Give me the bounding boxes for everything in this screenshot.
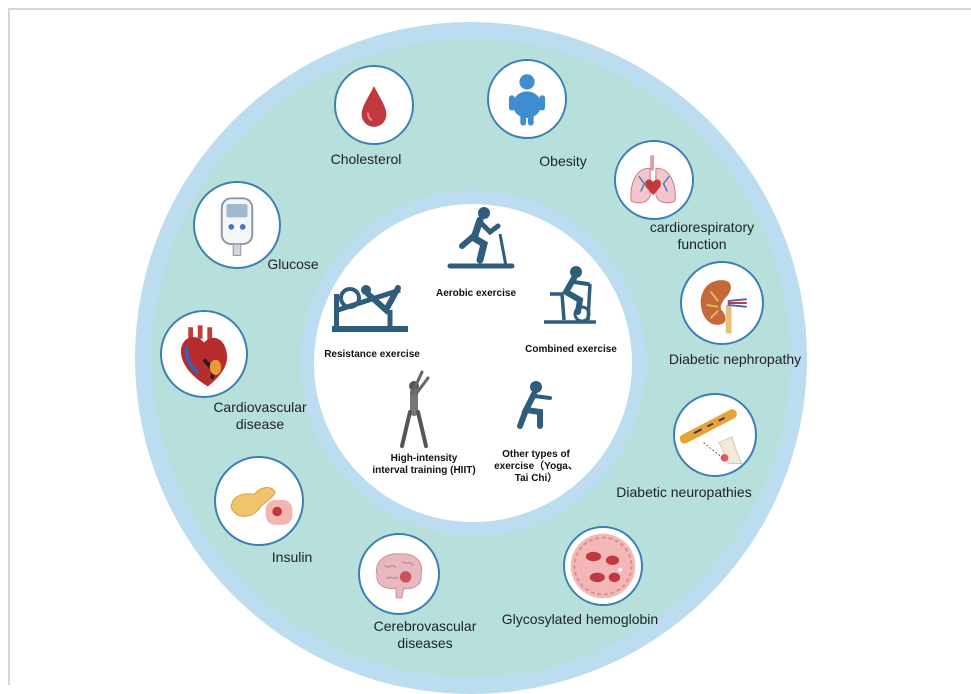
lungs-heart-icon bbox=[614, 140, 694, 220]
other-exercise-label-line3: Tai Chi） bbox=[514, 473, 558, 484]
leg-press-icon bbox=[330, 280, 412, 334]
other-exercise-label-line2: exercise（Yoga、 bbox=[494, 461, 578, 472]
glucose-label: Glucose bbox=[267, 256, 319, 272]
brain-icon bbox=[358, 533, 440, 615]
heart-icon bbox=[160, 310, 248, 398]
cholesterol-label: Cholesterol bbox=[330, 151, 402, 167]
body-icon bbox=[487, 59, 567, 139]
kidney-icon bbox=[680, 261, 764, 345]
glycosylated-hemoglobin-label: Glycosylated hemoglobin bbox=[501, 611, 659, 627]
aerobic-exercise-label: Aerobic exercise bbox=[435, 288, 517, 299]
cerebrovascular-label-line2: diseases bbox=[397, 635, 453, 651]
hiit-label-line1: High-intensity bbox=[390, 453, 458, 464]
diabetic-nephropathy-label: Diabetic nephropathy bbox=[668, 351, 802, 367]
exercise-bike-icon bbox=[540, 264, 600, 326]
blood-drop-icon bbox=[334, 65, 414, 145]
figure-frame bbox=[8, 8, 971, 685]
other-exercise-label-line1: Other types of bbox=[502, 449, 570, 460]
insulin-label: Insulin bbox=[271, 549, 313, 565]
cardiorespiratory-label-line2: function bbox=[677, 236, 727, 252]
resistance-exercise-label: Resistance exercise bbox=[324, 349, 420, 360]
obesity-label: Obesity bbox=[539, 153, 587, 169]
glucose-meter-icon bbox=[193, 181, 281, 269]
stretching-woman-icon bbox=[392, 368, 438, 450]
treadmill-icon bbox=[446, 204, 516, 272]
diabetic-neuropathies-label: Diabetic neuropathies bbox=[616, 484, 752, 500]
pancreas-icon bbox=[214, 456, 304, 546]
combined-exercise-label: Combined exercise bbox=[525, 344, 617, 355]
red-blood-cell-icon bbox=[563, 526, 643, 606]
cardiovascular-label-line2: disease bbox=[235, 416, 285, 432]
hiit-label-line2: interval training (HIIT) bbox=[372, 465, 476, 476]
nerve-icon bbox=[673, 393, 757, 477]
cardiovascular-label-line1: Cardiovascular bbox=[213, 399, 307, 415]
exercise-center bbox=[314, 204, 632, 522]
cerebrovascular-label-line1: Cerebrovascular bbox=[373, 618, 477, 634]
cardiorespiratory-label-line1: cardiorespiratory bbox=[649, 219, 755, 235]
squat-icon bbox=[510, 380, 554, 430]
